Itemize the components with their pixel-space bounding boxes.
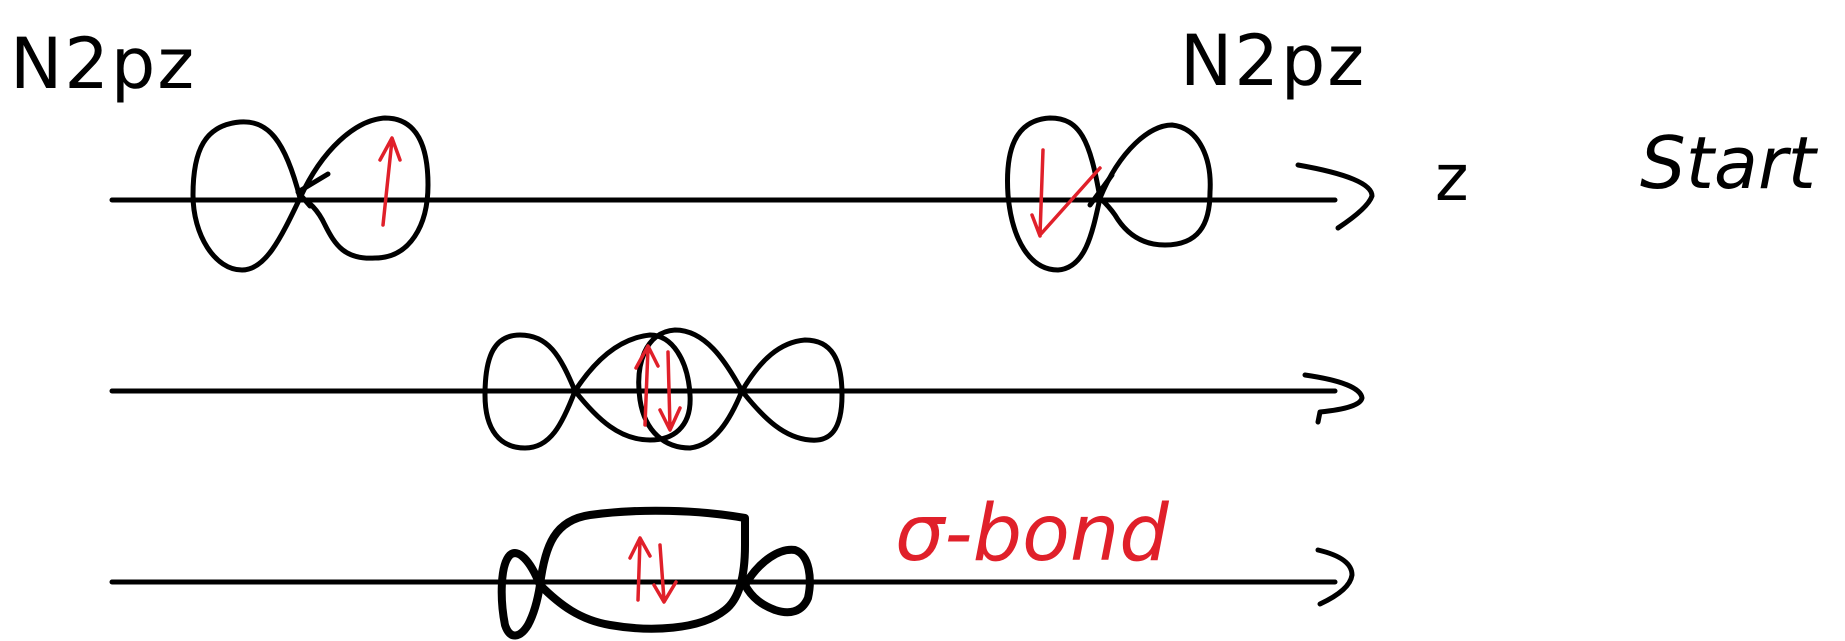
stage-label: Start bbox=[1640, 121, 1819, 205]
right-p-orbital-node-mark bbox=[1087, 172, 1115, 208]
left-orbital-label: N2pz bbox=[10, 23, 196, 105]
row-overlap bbox=[109, 327, 1365, 451]
z-axis-arrowhead-3 bbox=[1315, 547, 1355, 607]
right-electron-spin-down bbox=[1030, 148, 1102, 238]
sigma-bond-orbital bbox=[497, 506, 814, 640]
overlap-outer-lobe-right bbox=[739, 337, 845, 443]
z-axis-arrowhead-2 bbox=[1302, 372, 1365, 425]
right-p-orbital bbox=[1005, 115, 1213, 273]
overlap-electron-pair bbox=[634, 344, 682, 432]
sigma-bond-end-lobe-left bbox=[497, 549, 544, 640]
left-p-orbital-node-mark bbox=[295, 171, 331, 209]
z-axis-arrowhead-1 bbox=[1295, 162, 1375, 231]
overlapping-p-orbitals bbox=[482, 327, 845, 451]
row-sigma-bond: σ-bond bbox=[109, 489, 1355, 640]
left-p-orbital-lobe-negative bbox=[190, 119, 303, 273]
sigma-bond-label: σ-bond bbox=[895, 489, 1169, 579]
axis-z-label: z bbox=[1435, 142, 1469, 216]
sigma-bond-electron-pair bbox=[628, 536, 678, 604]
left-p-orbital-lobe-positive bbox=[297, 115, 431, 261]
right-p-orbital-lobe-positive bbox=[1097, 122, 1213, 248]
overlap-outer-lobe-left bbox=[482, 332, 578, 451]
overlap-inner-lobe-right bbox=[636, 327, 745, 451]
right-orbital-label: N2pz bbox=[1180, 20, 1366, 102]
right-p-orbital-lobe-negative bbox=[1005, 115, 1103, 273]
row-start bbox=[109, 115, 1375, 273]
sigma-bond-central-lobe bbox=[536, 506, 749, 633]
overlap-inner-lobe-left bbox=[572, 332, 693, 443]
sigma-bond-end-lobe-right bbox=[741, 545, 814, 617]
left-electron-spin-up bbox=[378, 136, 402, 227]
left-p-orbital bbox=[190, 115, 431, 273]
